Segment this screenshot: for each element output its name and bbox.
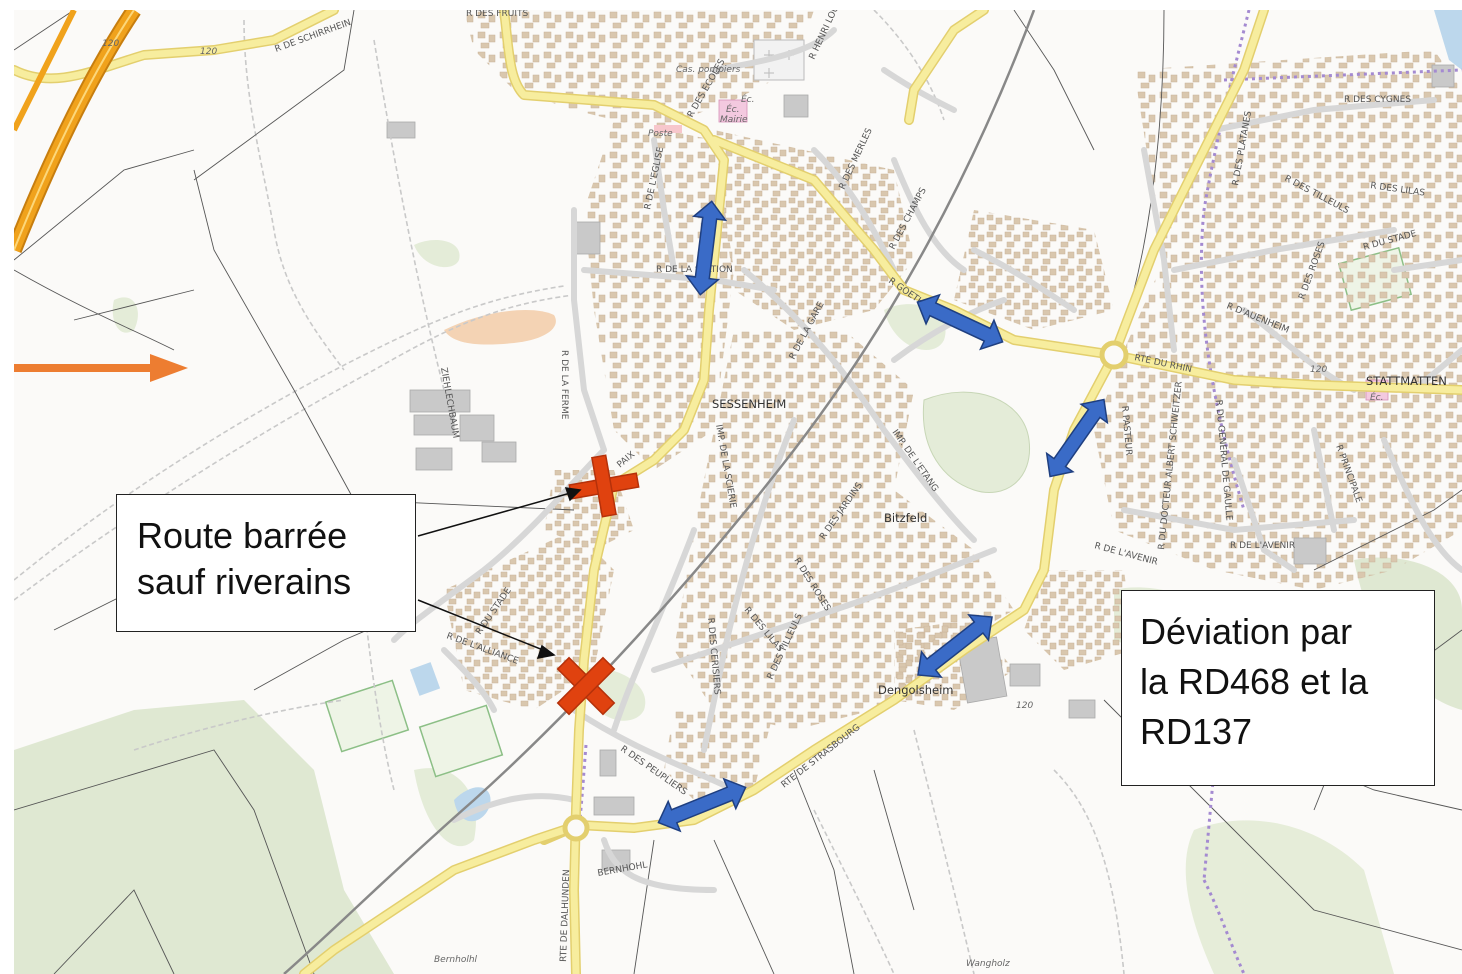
label-r-de-la-station: R DE LA STATION xyxy=(656,265,733,275)
base-map[interactable]: R DES FRUITS R DE SCHIRRHEIN R HENRI LOU… xyxy=(14,10,1462,974)
elevation-label: 120 xyxy=(200,47,217,57)
label-ecole-stattmatten: Éc. xyxy=(1370,391,1384,403)
label-bernhohl: Bernholhl xyxy=(434,955,478,965)
label-bitzfeld: Bitzfeld xyxy=(884,511,927,525)
label-wangholz: Wangholz xyxy=(966,959,1010,969)
label-r-des-fruits: R DES FRUITS xyxy=(466,10,528,19)
motorway xyxy=(14,10,141,253)
label-r-des-cygnes: R DES CYGNES xyxy=(1344,95,1411,105)
double-headed-arrow-icon xyxy=(684,200,728,296)
road-closed-callout: Route barrée sauf riverains xyxy=(116,494,416,632)
double-headed-arrow-icon xyxy=(917,614,993,678)
sand-area xyxy=(444,310,556,345)
detour-callout: Déviation par la RD468 et la RD137 xyxy=(1121,590,1435,786)
label-stattmatten: STATTMATTEN xyxy=(1366,374,1447,388)
place-labels: SESSENHEIM STATTMATTEN Bitzfeld Dengolsh… xyxy=(434,374,1447,969)
label-ecole-2: Éc. xyxy=(741,93,755,105)
detour-line-2: la RD468 et la xyxy=(1140,661,1369,702)
label-rte-de-dalhunden: RTE DE DALHUNDEN xyxy=(559,869,572,962)
poi-labels: Cas. pompiers Éc. Éc. Mairie Poste Éc. xyxy=(648,65,1384,403)
elevation-label: 120 xyxy=(1310,365,1327,375)
road-closed-line-1: Route barrée xyxy=(137,515,348,556)
label-mairie: Mairie xyxy=(720,115,748,125)
label-r-de-l-avenir-2: R DE L'AVENIR xyxy=(1230,541,1295,551)
elevation-label: 120 xyxy=(1016,701,1033,711)
elevation-labels: 120 120 120 120 xyxy=(102,39,1327,711)
field-tracks xyxy=(14,10,1125,974)
road-closed-cross-icon xyxy=(556,656,616,716)
label-r-pasteur: R PASTEUR xyxy=(1119,405,1133,456)
elevation-label: 120 xyxy=(102,39,119,49)
label-ecole-1: Éc. xyxy=(726,103,740,115)
label-poste: Poste xyxy=(648,129,673,139)
post-office-area xyxy=(654,125,682,133)
detour-arrows xyxy=(657,200,1109,833)
double-headed-arrow-icon xyxy=(1045,398,1109,478)
label-dengolsheim: Dengolsheim xyxy=(878,683,954,697)
right-arrow-icon xyxy=(14,354,188,382)
label-cas-pompiers: Cas. pompiers xyxy=(676,65,741,75)
municipal-boundary xyxy=(577,10,1462,974)
detour-line-3: RD137 xyxy=(1140,711,1253,752)
detour-line-1: Déviation par xyxy=(1140,611,1353,652)
callout-pointers xyxy=(417,487,582,659)
label-r-de-la-ferme: R DE LA FERME xyxy=(559,350,569,420)
double-headed-arrow-icon xyxy=(916,293,1004,351)
label-sessenheim: SESSENHEIM xyxy=(712,397,786,411)
road-closures xyxy=(556,454,640,716)
road-closed-line-2: sauf riverains xyxy=(137,561,352,602)
railway-line xyxy=(283,10,1036,974)
double-headed-arrow-icon xyxy=(657,777,747,833)
